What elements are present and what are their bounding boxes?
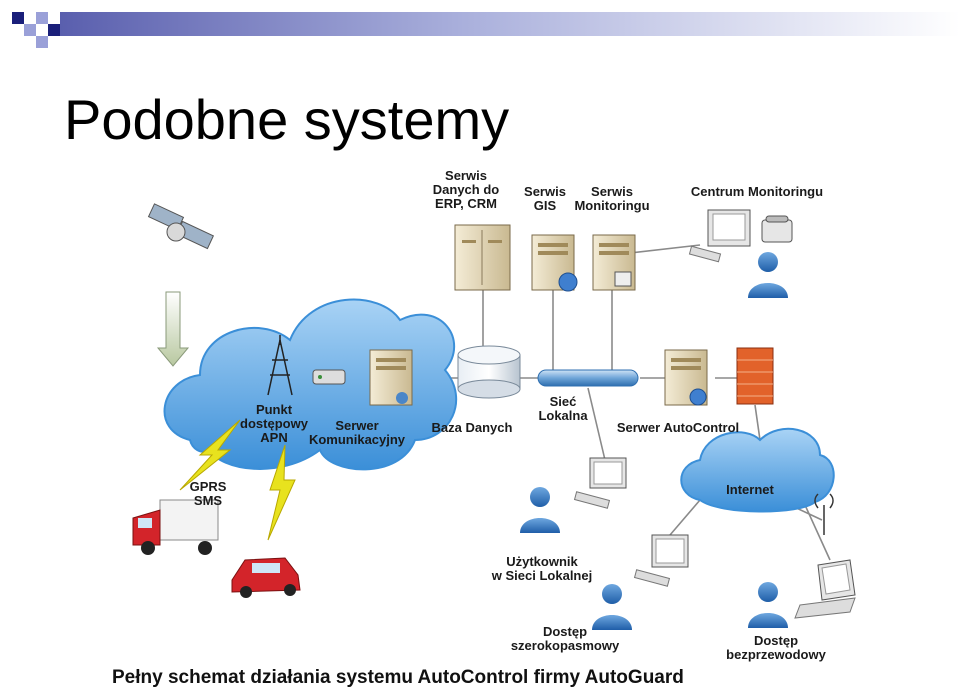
label-baza-danych: Baza Danych <box>432 420 513 435</box>
car-icon <box>231 557 301 598</box>
truck-icon <box>132 499 219 555</box>
label-serwer-autocontrol: Serwer AutoControl <box>617 420 739 435</box>
phone-icon <box>761 215 793 243</box>
internet-cloud <box>680 427 835 513</box>
broadband-user-person-icon <box>592 584 632 630</box>
communication-server-icon <box>369 349 413 406</box>
lan-computer-icon <box>573 457 627 509</box>
slide-header-bar <box>0 0 960 48</box>
diagram-caption: Pełny schemat działania systemu AutoCont… <box>112 667 684 688</box>
slide-title: Podobne systemy <box>64 88 510 151</box>
monitoring-center-computer-icon <box>688 209 751 263</box>
database-icon <box>457 345 521 399</box>
antenna-tower-icon <box>267 335 293 396</box>
wireless-antenna-icon <box>814 493 834 535</box>
erp-server-icon <box>454 224 511 291</box>
deco-square-dark-2 <box>48 24 60 36</box>
autocontrol-server-icon <box>664 349 708 406</box>
broadband-computer-icon <box>633 534 689 587</box>
wireless-bolts <box>179 419 296 541</box>
deco-square-light-3 <box>36 36 48 48</box>
monitoring-server-icon <box>592 234 636 291</box>
gprs-cloud <box>163 298 458 471</box>
header-gradient <box>12 12 960 48</box>
laptop-icon <box>794 559 856 619</box>
deco-square-dark <box>12 12 24 24</box>
operator-person-icon <box>748 252 788 298</box>
label-centrum-monitoringu: Centrum Monitoringu <box>691 184 823 199</box>
router-icon <box>312 369 346 385</box>
gis-server-icon <box>531 234 578 292</box>
wireless-user-person-icon <box>748 582 788 628</box>
satellite-icon <box>147 203 215 250</box>
signal-arrow <box>156 291 190 367</box>
lan-bus-icon <box>537 369 639 387</box>
deco-square-light <box>24 24 36 36</box>
lan-user-person-icon <box>520 487 560 533</box>
label-internet: Internet <box>726 482 774 497</box>
firewall-icon <box>736 347 774 405</box>
deco-square-light-2 <box>36 12 48 24</box>
